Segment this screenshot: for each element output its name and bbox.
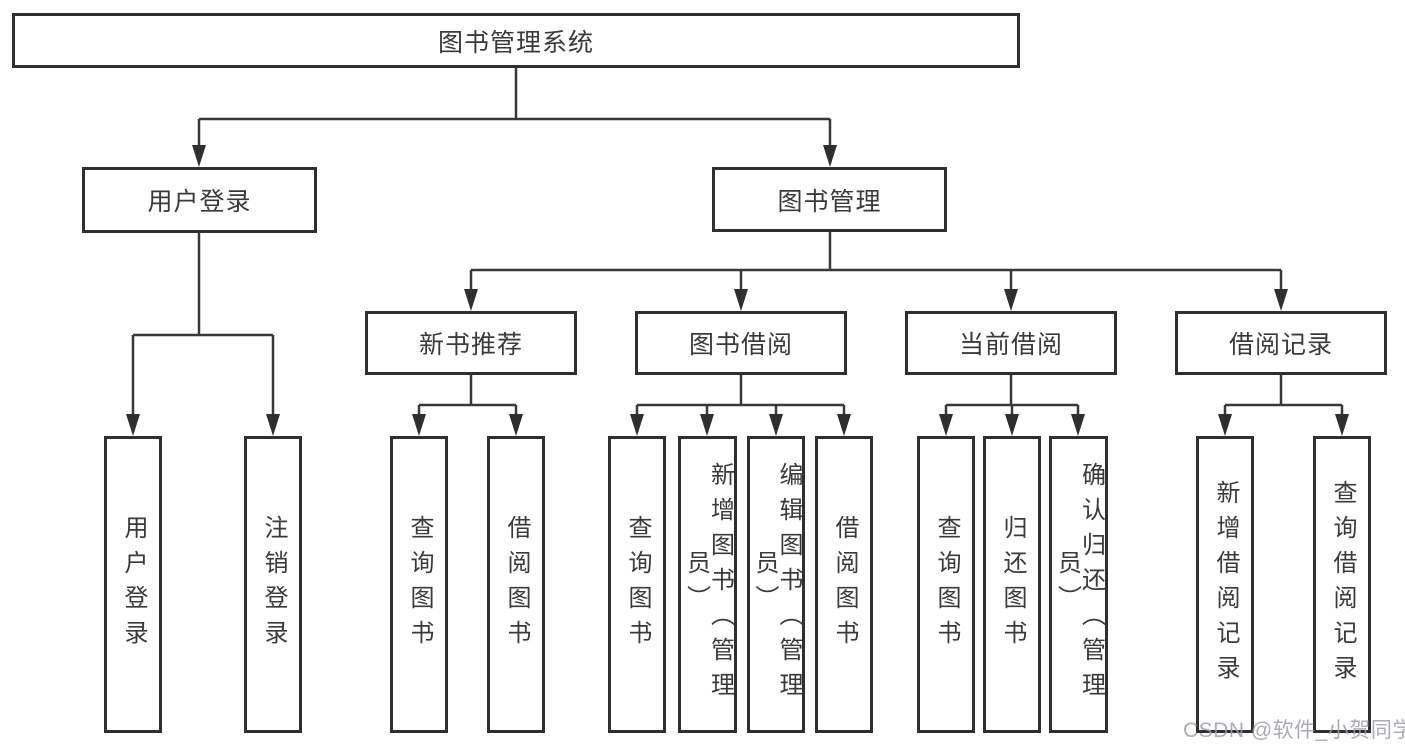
node-label: 查询借阅记录: [1329, 479, 1356, 690]
leaf-edit-book-admin: 编辑图书（管理员）: [747, 436, 805, 733]
leaf-user-login: 用户登录: [104, 436, 162, 733]
node-label: 图书管理系统: [437, 28, 594, 57]
node-label: 新增图书（管理员）: [682, 462, 734, 707]
node-label: 查询图书: [406, 514, 433, 655]
leaf-borrow-books-borrowing: 借阅图书: [815, 436, 873, 733]
node-root-system: 图书管理系统: [12, 13, 1020, 68]
leaf-add-book-admin: 新增图书（管理员）: [678, 436, 737, 733]
node-label: 用户登录: [120, 514, 147, 655]
node-user-login: 用户登录: [82, 167, 317, 233]
node-label: 图书借阅: [688, 331, 793, 359]
node-label: 查询图书: [624, 514, 651, 655]
node-label: 注销登录: [260, 514, 287, 655]
node-new-book-recommendation: 新书推荐: [365, 311, 577, 375]
leaf-logout: 注销登录: [244, 436, 302, 733]
node-label: 借阅图书: [503, 514, 530, 655]
node-label: 确认归还（管理员）: [1053, 462, 1105, 707]
node-label: 借阅记录: [1228, 331, 1333, 359]
node-label: 编辑图书（管理员）: [751, 462, 802, 707]
leaf-add-borrow-record: 新增借阅记录: [1196, 436, 1254, 733]
leaf-query-books-borrowing: 查询图书: [608, 436, 666, 733]
leaf-borrow-books-recommend: 借阅图书: [487, 436, 545, 733]
node-label: 归还图书: [999, 514, 1026, 655]
node-label: 查询图书: [933, 514, 960, 655]
arrowheads: [126, 145, 1349, 436]
node-label: 用户登录: [147, 188, 252, 216]
node-label: 借阅图书: [831, 514, 858, 655]
leaf-query-books-current: 查询图书: [917, 436, 975, 733]
node-label: 图书管理: [777, 187, 882, 216]
node-label: 当前借阅: [958, 331, 1063, 359]
node-label: 新书推荐: [418, 331, 523, 359]
leaf-query-borrow-record: 查询借阅记录: [1313, 436, 1371, 733]
leaf-query-books-recommend: 查询图书: [390, 436, 448, 733]
leaf-confirm-return-admin: 确认归还（管理员）: [1049, 436, 1108, 733]
csdn-watermark: CSDN @软件_小贺同学: [1183, 719, 1405, 742]
leaf-return-book: 归还图书: [983, 436, 1041, 733]
node-book-borrowing: 图书借阅: [635, 311, 847, 375]
node-current-borrowing: 当前借阅: [905, 311, 1117, 375]
node-book-management: 图书管理: [712, 167, 947, 232]
node-label: 新增借阅记录: [1212, 479, 1239, 690]
node-borrowing-records: 借阅记录: [1175, 311, 1387, 375]
